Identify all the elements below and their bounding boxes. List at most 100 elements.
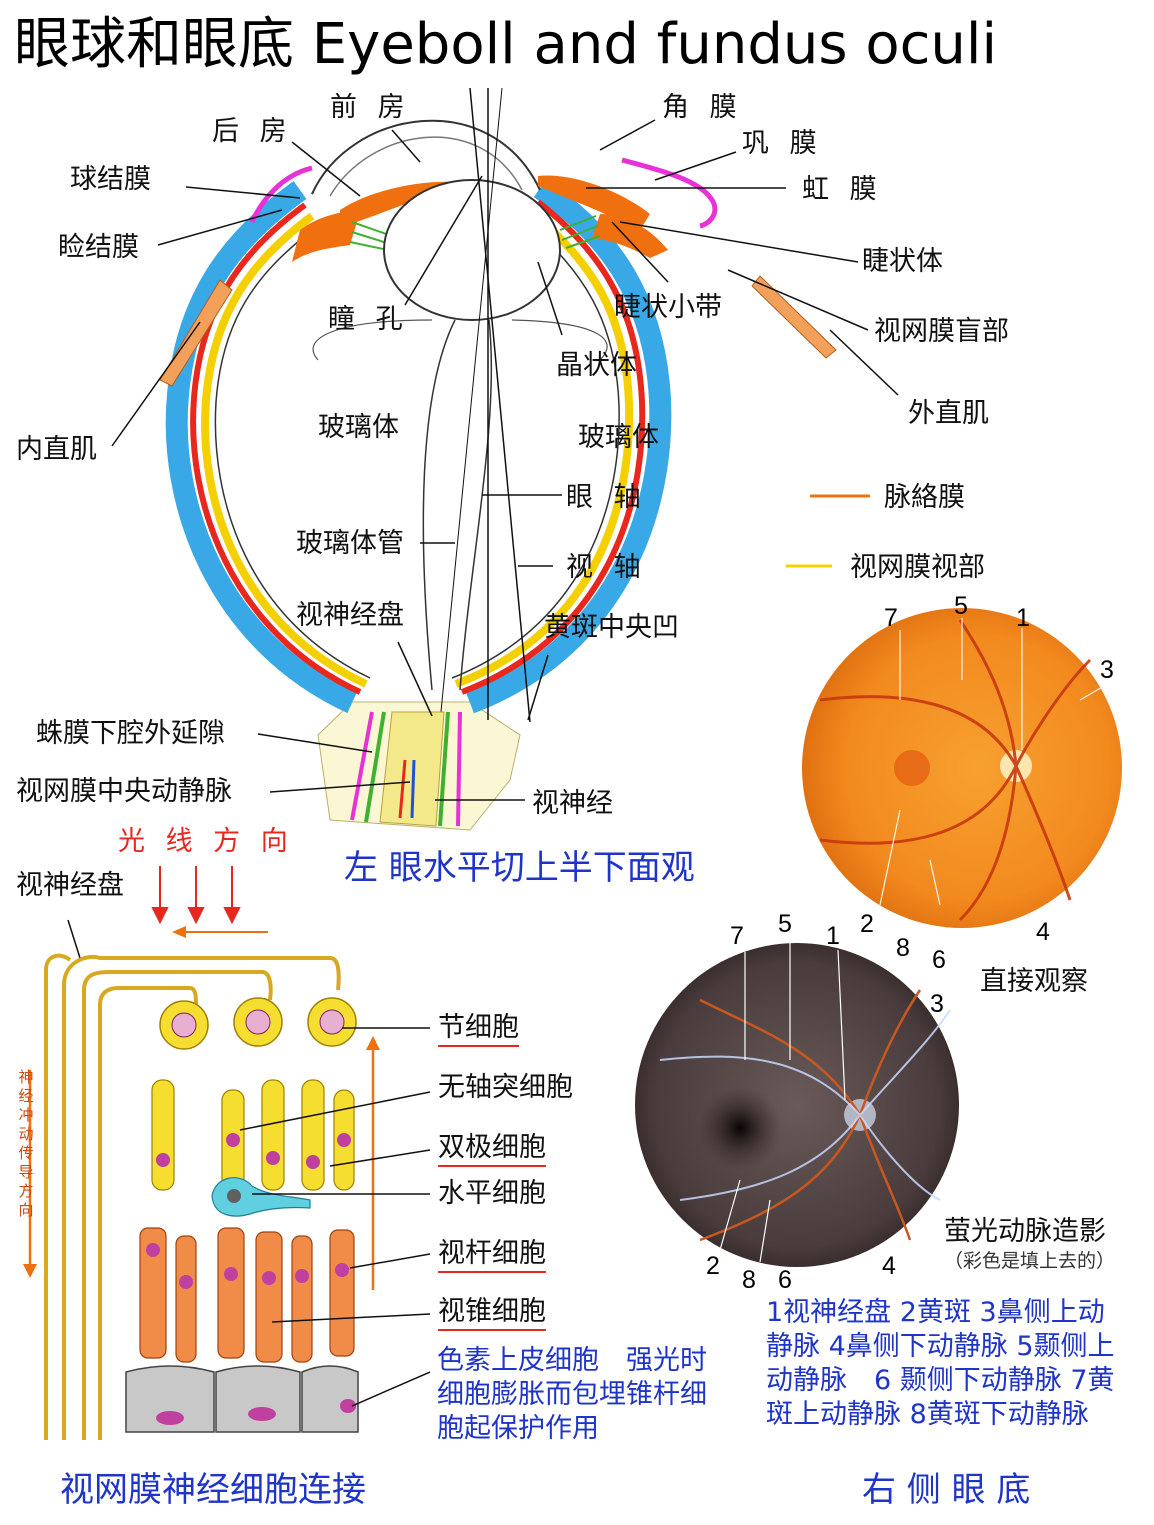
label-fovea: 黄斑中央凹 — [544, 612, 679, 643]
lateral-rectus — [751, 275, 837, 359]
angio-num-4: 4 — [882, 1252, 896, 1280]
hyaloid-canal-fork — [312, 319, 608, 361]
fundus-direct-photo — [802, 608, 1122, 928]
light-arrows — [151, 866, 241, 925]
optic-nerve-fibers — [350, 711, 462, 827]
macula-mark — [894, 750, 930, 786]
ciliary-right — [592, 214, 668, 258]
horizontal-cell — [211, 1177, 311, 1217]
label-amacrine: 无轴突细胞 — [438, 1072, 573, 1103]
label-eye-axis: 眼 轴 — [566, 482, 647, 513]
conjunctiva-left — [249, 165, 313, 224]
angio-caption: 萤光动脉造影 — [944, 1216, 1106, 1247]
label-retina-optic-disc: 视神经盘 — [16, 870, 124, 901]
fundus-vessels — [819, 619, 1092, 922]
angio-num-1: 1 — [826, 922, 840, 950]
hyaloid-canal — [422, 319, 493, 691]
fundus-direct-num-7: 7 — [884, 604, 898, 632]
angio-arteries — [699, 989, 922, 1242]
label-palpebral-conjunctiva: 睑结膜 — [58, 232, 139, 263]
retina-cell-diagram — [23, 866, 431, 1440]
inner-outline — [214, 223, 620, 679]
angio-veins — [659, 1009, 951, 1201]
ciliary-left — [292, 211, 360, 262]
label-anterior-chamber: 前 房 — [330, 92, 411, 123]
pigment-note: 色素上皮细胞 强光时细胞膨胀而包埋锥杆细胞起保护作用 — [437, 1345, 707, 1444]
orange-arrowhead — [172, 926, 186, 938]
label-optic-nerve: 视神经 — [532, 788, 613, 819]
angio-note: （彩色是填上去的） — [944, 1250, 1116, 1272]
angio-num-2: 2 — [706, 1252, 720, 1280]
nerve-fibers — [44, 953, 341, 1440]
retina-caption: 视网膜神经细胞连接 — [60, 1470, 366, 1510]
page-title: 眼球和眼底 Eyeboll and fundus oculi — [14, 12, 998, 77]
label-horizontal: 水平细胞 — [438, 1178, 546, 1209]
label-lateral-rectus: 外直肌 — [908, 398, 989, 429]
dark-macula — [698, 1086, 782, 1170]
label-bulbar-conjunctiva: 球结膜 — [70, 164, 151, 195]
label-posterior-chamber: 后 房 — [212, 116, 293, 147]
fundus-direct-caption: 直接观察 — [980, 966, 1088, 997]
label-rod: 视杆细胞 — [438, 1238, 546, 1273]
label-central-vessels: 视网膜中央动静脉 — [16, 776, 232, 807]
angio-num-3: 3 — [930, 990, 944, 1018]
choroid-layer — [190, 199, 646, 695]
label-ganglion: 节细胞 — [438, 1012, 519, 1047]
iris-right — [538, 175, 650, 230]
retina-layer — [201, 210, 634, 688]
fundus-direct-num-8: 8 — [896, 934, 910, 962]
sclera-layer — [165, 178, 672, 714]
fundus-legend: 1视神经盘 2黄斑 3鼻侧上动静脉 4鼻侧下动静脉 5颞侧上动静脉 6 颞侧下动… — [766, 1297, 1115, 1430]
medial-rectus — [159, 279, 233, 387]
optic-axis-line — [439, 87, 503, 723]
conjunctiva-right — [621, 157, 718, 229]
fundus-direct-num-2: 2 — [860, 910, 874, 938]
cornea-inner — [329, 136, 523, 197]
fundus-angiogram — [635, 940, 959, 1267]
label-subarachnoid: 蛛膜下腔外延隙 — [36, 718, 225, 749]
fundus-direct-num-1: 1 — [1016, 604, 1030, 632]
label-iris: 虹 膜 — [802, 174, 883, 205]
label-impulse-direction: 神经冲动传导方向 — [18, 1068, 34, 1219]
label-retina-optic-part: 视网膜视部 — [850, 552, 985, 583]
label-cornea: 角 膜 — [662, 92, 743, 123]
zonule-fibers — [349, 215, 601, 251]
label-vitreous-right: 玻璃体 — [578, 422, 659, 453]
label-sclera: 巩 膜 — [742, 128, 823, 159]
eyeball-caption: 左 眼水平切上半下面观 — [344, 848, 695, 888]
label-ciliary-body: 睫状体 — [862, 246, 943, 277]
pigment-epithelium — [125, 1365, 359, 1433]
label-retina-blind-part: 视网膜盲部 — [874, 316, 1009, 347]
label-light-direction: 光 线 方 向 — [118, 826, 294, 857]
angio-num-5: 5 — [778, 910, 792, 938]
label-vitreous-left: 玻璃体 — [318, 412, 399, 443]
retina-leaders — [239, 1027, 431, 1407]
lens-shape — [383, 179, 561, 321]
label-cone: 视锥细胞 — [438, 1296, 546, 1331]
label-hyaloid-canal: 玻璃体管 — [296, 528, 404, 559]
label-optic-disc: 视神经盘 — [296, 600, 404, 631]
fundus-pointers — [879, 618, 1105, 906]
label-lens: 晶状体 — [556, 350, 637, 381]
angio-num-7: 7 — [730, 922, 744, 950]
label-choroid: 脉絡膜 — [884, 482, 965, 513]
label-medial-rectus: 内直肌 — [16, 434, 97, 465]
fundus-caption: 右 侧 眼 底 — [862, 1470, 1031, 1510]
fundus-direct-num-6: 6 — [932, 946, 946, 974]
angio-num-8: 8 — [742, 1266, 756, 1294]
bipolar-cells — [151, 1079, 355, 1191]
angio-pointers — [719, 940, 846, 1263]
fundus-direct-num-3: 3 — [1100, 656, 1114, 684]
leader-lines — [111, 119, 899, 801]
cornea-shape — [311, 119, 541, 195]
label-visual-axis: 视 轴 — [566, 552, 647, 583]
fundus-direct-num-4: 4 — [1036, 918, 1050, 946]
label-ciliary-zonule: 睫状小带 — [614, 292, 722, 323]
label-bipolar: 双极细胞 — [438, 1132, 546, 1167]
label-pupil: 瞳 孔 — [328, 304, 409, 335]
eyeball-diagram — [111, 87, 899, 831]
fundus-direct-num-5: 5 — [954, 592, 968, 620]
photoreceptors — [139, 1227, 355, 1363]
visual-axis-line — [469, 87, 531, 723]
